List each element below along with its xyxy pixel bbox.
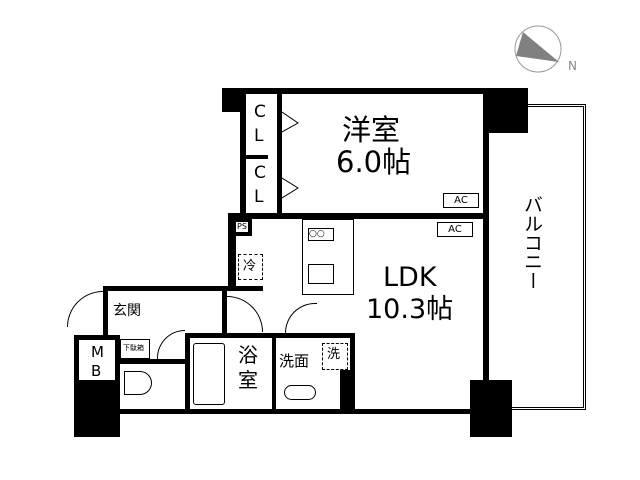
wall <box>115 335 120 385</box>
closet-1-label-c: C <box>254 102 266 122</box>
wall <box>222 88 485 94</box>
bathroom-label-1: 浴 <box>238 343 258 367</box>
wall <box>350 333 355 391</box>
meter-box-label-b: B <box>91 362 102 380</box>
bedroom-size: 6.0帖 <box>336 145 412 179</box>
compass-icon <box>514 25 562 73</box>
compass-needle <box>516 32 559 62</box>
ldk-size: 10.3帖 <box>366 294 454 325</box>
sink-icon <box>308 264 334 284</box>
wall <box>246 155 268 159</box>
toilet-icon <box>124 371 152 395</box>
closet-1-label-l: L <box>254 126 264 146</box>
toilet-door[interactable] <box>157 330 185 359</box>
bathroom-label-2: 室 <box>238 368 258 392</box>
closet-2-label-c: C <box>254 163 266 183</box>
entrance-label: 玄関 <box>113 303 141 319</box>
compass-north-label: N <box>568 59 577 73</box>
stove-icon: ○○ <box>308 228 334 241</box>
washroom-door[interactable] <box>285 303 317 333</box>
meter-box-label-m: M <box>91 343 104 361</box>
balcony-inner <box>488 106 584 408</box>
wall <box>185 333 190 413</box>
washer-label: 洗 <box>327 347 341 362</box>
wall <box>228 213 488 219</box>
wall <box>74 335 120 340</box>
wall <box>228 213 236 290</box>
wall <box>483 133 489 388</box>
wall <box>340 370 355 413</box>
shoe-cabinet <box>120 339 150 359</box>
ac-unit-bedroom: AC <box>443 193 479 208</box>
wall <box>103 286 263 291</box>
bathtub <box>193 343 225 405</box>
washer-space <box>322 343 348 370</box>
column <box>222 88 244 112</box>
column <box>483 88 528 133</box>
balcony-label: バルコニー <box>521 195 543 290</box>
bedroom-name: 洋室 <box>342 113 401 147</box>
fridge-space <box>238 254 263 280</box>
closet-2-label-l: L <box>254 187 264 207</box>
washbasin <box>284 385 316 400</box>
wall <box>272 338 276 413</box>
wall <box>240 88 246 218</box>
wall <box>277 88 282 218</box>
shoe-cabinet-label: 下駄箱 <box>123 344 144 352</box>
ac-unit-ldk: AC <box>437 222 473 237</box>
entrance-door[interactable] <box>67 291 103 327</box>
wall <box>74 335 79 380</box>
ldk-name: LDK <box>383 262 437 293</box>
washroom-label: 洗面 <box>279 352 310 370</box>
wall <box>120 359 185 364</box>
wall <box>120 409 475 414</box>
wall <box>185 333 355 338</box>
closet-door-icon <box>282 111 299 199</box>
fridge-label: 冷 <box>243 259 257 274</box>
wall <box>103 286 108 336</box>
pipe-space-label: PS <box>236 222 248 232</box>
column <box>470 380 512 437</box>
column <box>74 380 120 437</box>
ldk-door[interactable] <box>227 296 263 332</box>
wall <box>222 291 227 333</box>
